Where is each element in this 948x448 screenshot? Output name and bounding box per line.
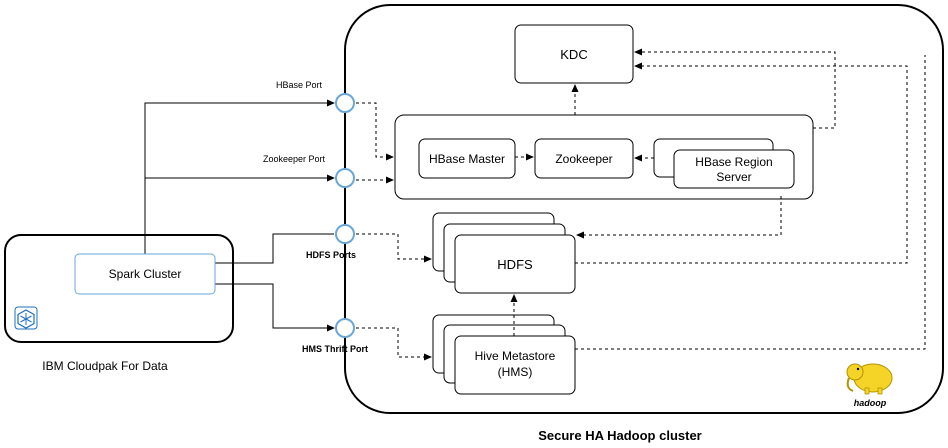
spark-to-hdfs-port-line: [215, 233, 334, 264]
hdfs-label: HDFS: [497, 257, 533, 272]
hbase-region-server-node: [673, 149, 795, 189]
spark-to-hms-port-line: [215, 283, 335, 332]
hms-port-to-hms: [356, 327, 432, 361]
zookeeper-node: [534, 138, 634, 179]
hdfs-port-circle[interactable]: [335, 224, 355, 244]
hadoop-cluster-container: [344, 4, 944, 414]
zookeeper-port-circle[interactable]: [335, 168, 355, 188]
hms-label-line1: Hive Metastore: [475, 349, 556, 363]
hms-port-label: HMS Thrift Port: [302, 344, 368, 354]
hadoop-logo-text: hadoop: [854, 398, 887, 408]
kdc-node: [514, 24, 634, 84]
hbase-port-circle[interactable]: [335, 93, 355, 113]
zookeeper-label: Zookeeper: [555, 152, 612, 166]
spark-label: Spark Cluster: [109, 267, 182, 281]
spark-to-hbase-port-line: [144, 99, 335, 254]
hdfs-port-to-hdfs: [356, 233, 432, 263]
cloudpak-icon: [14, 306, 38, 330]
hms-node: [454, 335, 576, 395]
hadoop-cluster-label: Secure HA Hadoop cluster: [538, 428, 702, 443]
kdc-label: KDC: [560, 47, 587, 62]
spark-cluster-node[interactable]: [74, 253, 216, 295]
hbase-port-label: HBase Port: [276, 80, 323, 90]
hms-port-circle[interactable]: [335, 318, 355, 338]
hadoop-logo: hadoop: [846, 363, 893, 408]
zookeeper-port-label: Zookeeper Port: [263, 154, 326, 164]
hbase-region-label-line1: HBase Region: [695, 155, 772, 169]
hbase-region-label-line2: Server: [716, 170, 751, 184]
hbase-master-node: [418, 138, 516, 179]
cloudpak-label: IBM Cloudpak For Data: [42, 359, 168, 373]
hms-to-kdc: [575, 55, 926, 350]
hms-label-line2: (HMS): [498, 365, 533, 379]
hbase-master-label: HBase Master: [429, 152, 505, 166]
hdfs-port-label: HDFS Ports: [306, 250, 356, 260]
region-server-to-hdfs: [576, 196, 782, 239]
hdfs-node: [454, 234, 576, 294]
hbase-group-to-kdc: [634, 48, 836, 129]
